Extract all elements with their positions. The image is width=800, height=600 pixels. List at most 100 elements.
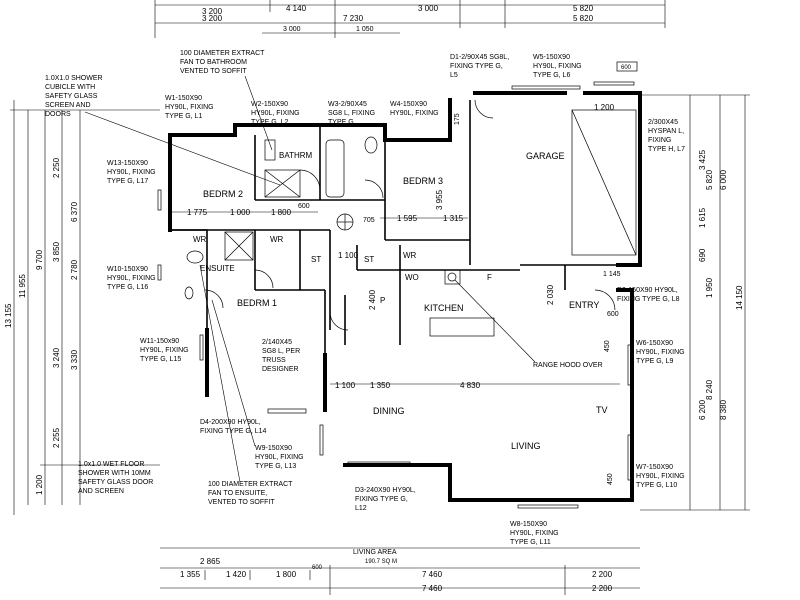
room-bedrm2: BEDRM 2 — [203, 189, 243, 199]
dim-right-3425: 3 425 — [698, 149, 707, 170]
note-d1: D1-2/90X45 SG8L, FIXING TYPE G, L5 — [450, 54, 509, 79]
svg-text:W4-150X90: W4-150X90 — [390, 101, 427, 108]
room-garage: GARAGE — [526, 151, 565, 161]
svg-text:TYPE G, L9: TYPE G, L9 — [636, 358, 673, 365]
dim-top-1: 3 200 — [202, 7, 223, 16]
svg-text:TYPE G, L1: TYPE G, L1 — [165, 113, 202, 120]
room-wr-1: WR — [193, 235, 207, 244]
dim-top-9: 1 050 — [356, 26, 374, 33]
svg-text:TYPE G, L16: TYPE G, L16 — [107, 284, 148, 291]
room-wr-2: WR — [270, 235, 284, 244]
dim-bottom-600: 600 — [312, 565, 323, 571]
dim-bottom-2865: 2 865 — [200, 557, 221, 566]
note-fan-ensuite: 100 DIAMETER EXTRACT FAN TO ENSUITE, VEN… — [199, 264, 293, 506]
dim-top-2: 4 140 — [286, 4, 307, 13]
svg-text:W13-150X90: W13-150X90 — [107, 160, 148, 167]
dim-left-2780: 2 780 — [70, 259, 79, 280]
dim-bottom-1355: 1 355 — [180, 570, 201, 579]
note-w3: W3-2/90X45 SG8 L, FIXING TYPE G, — [328, 101, 375, 126]
external-walls — [168, 91, 642, 502]
svg-text:FAN TO ENSUITE,: FAN TO ENSUITE, — [208, 490, 267, 497]
svg-text:D1-2/90X45 SG8L,: D1-2/90X45 SG8L, — [450, 54, 509, 61]
dim-175: 175 — [454, 113, 461, 125]
svg-text:HY90L, FIXING: HY90L, FIXING — [165, 104, 214, 111]
dim-600b: 600 — [607, 311, 619, 318]
svg-text:SHOWER WITH 10MM: SHOWER WITH 10MM — [78, 470, 151, 477]
dim-1800: 1 800 — [271, 208, 292, 217]
left-dimensions: 13 155 11 955 9 700 1 200 2 250 3 850 3 … — [4, 100, 160, 515]
inner-dimensions: 1 775 1 000 1 800 600 3 955 705 1 595 1 … — [172, 103, 621, 485]
dim-top-window: 600 — [621, 65, 632, 71]
svg-text:HY90L, FIXING: HY90L, FIXING — [251, 110, 300, 117]
dim-left-1200: 1 200 — [35, 474, 44, 495]
dim-1350: 1 350 — [370, 381, 391, 390]
room-kitchen: KITCHEN — [424, 303, 464, 313]
svg-text:FIXING TYPE G,: FIXING TYPE G, — [450, 63, 503, 70]
dim-450b: 450 — [607, 473, 614, 485]
svg-text:100 DIAMETER EXTRACT: 100 DIAMETER EXTRACT — [180, 50, 265, 57]
note-w11: W11-150x90 HY90L, FIXING TYPE G, L15 — [140, 338, 189, 363]
dim-right-8240: 8 240 — [705, 379, 714, 400]
dim-1315: 1 315 — [443, 214, 464, 223]
note-w6: W6-150X90 HY90L, FIXING TYPE G, L9 — [636, 340, 685, 365]
svg-text:HY90L, FIXING: HY90L, FIXING — [255, 454, 304, 461]
svg-text:2/300X45: 2/300X45 — [648, 119, 678, 126]
svg-text:FIXING TYPE G, L8: FIXING TYPE G, L8 — [617, 296, 680, 303]
dim-left-outer2: 11 955 — [18, 274, 27, 298]
svg-text:D2-150X90 HY90L,: D2-150X90 HY90L, — [617, 287, 678, 294]
note-w9: W9-150X90 HY90L, FIXING TYPE G, L13 — [211, 299, 304, 470]
note-wet-floor-shower: 1.0x1.0 WET FLOOR SHOWER WITH 10MM SAFET… — [78, 461, 153, 495]
room-st-1: ST — [311, 255, 321, 264]
svg-text:TYPE G, L15: TYPE G, L15 — [140, 356, 181, 363]
svg-text:D4-200X90 HY90L,: D4-200X90 HY90L, — [200, 419, 261, 426]
dim-top-6: 7 230 — [343, 14, 364, 23]
svg-text:TYPE G, L10: TYPE G, L10 — [636, 482, 677, 489]
svg-text:TYPE G, L13: TYPE G, L13 — [255, 463, 296, 470]
svg-text:2/140X45: 2/140X45 — [262, 339, 292, 346]
dim-left-outer1: 13 155 — [4, 303, 13, 328]
svg-text:DESIGNER: DESIGNER — [262, 366, 299, 373]
dim-left-3240: 3 240 — [52, 347, 61, 368]
room-bedrm1: BEDRM 1 — [237, 298, 277, 308]
room-f: F — [487, 273, 492, 282]
svg-text:D3-240X90 HY90L,: D3-240X90 HY90L, — [355, 487, 416, 494]
room-p: P — [380, 296, 385, 305]
dim-right-6000: 6 000 — [719, 169, 728, 190]
note-w8: W8-150X90 HY90L, FIXING TYPE G, L11 — [510, 521, 559, 546]
svg-text:VENTED TO SOFFIT: VENTED TO SOFFIT — [180, 68, 247, 75]
svg-text:SAFETY GLASS DOOR: SAFETY GLASS DOOR — [78, 479, 153, 486]
svg-text:SG8 L, FIXING: SG8 L, FIXING — [328, 110, 375, 117]
svg-text:W9-150X90: W9-150X90 — [255, 445, 292, 452]
dim-top-5: 3 200 — [202, 14, 223, 23]
svg-text:RANGE HOOD OVER: RANGE HOOD OVER — [533, 362, 603, 369]
svg-text:SAFETY GLASS: SAFETY GLASS — [45, 93, 98, 100]
note-w7: W7-150X90 HY90L, FIXING TYPE G, L10 — [636, 464, 685, 489]
dim-left-6370: 6 370 — [70, 201, 79, 222]
dim-bottom-7460a: 7 460 — [422, 570, 443, 579]
svg-text:AND SCREEN: AND SCREEN — [78, 488, 124, 495]
dim-bottom-1800: 1 800 — [276, 570, 297, 579]
dim-1595: 1 595 — [397, 214, 418, 223]
svg-text:HY90L, FIXING: HY90L, FIXING — [510, 530, 559, 537]
dim-right-14150: 14 150 — [735, 285, 744, 310]
dim-top-8: 3 000 — [283, 26, 301, 33]
living-area-label: LIVING AREA — [353, 549, 397, 556]
note-d3: D3-240X90 HY90L, FIXING TYPE G, L12 — [355, 487, 416, 512]
svg-text:HY90L, FIXING: HY90L, FIXING — [140, 347, 189, 354]
dim-4830: 4 830 — [460, 381, 481, 390]
svg-text:HY90L, FIXING: HY90L, FIXING — [636, 349, 685, 356]
dim-1200: 1 200 — [594, 103, 615, 112]
svg-text:L5: L5 — [450, 72, 458, 79]
svg-text:W3-2/90X45: W3-2/90X45 — [328, 101, 367, 108]
svg-text:FIXING TYPE G, L14: FIXING TYPE G, L14 — [200, 428, 267, 435]
note-truss: 2/140X45 SG8 L, PER TRUSS DESIGNER — [262, 339, 300, 373]
svg-text:CUBICLE WITH: CUBICLE WITH — [45, 84, 95, 91]
dim-left-9700: 9 700 — [35, 249, 44, 270]
fixtures — [157, 81, 637, 509]
room-wo: WO — [405, 273, 419, 282]
note-w13: W13-150X90 HY90L, FIXING TYPE G, L17 — [107, 160, 156, 185]
annotation-notes: 100 DIAMETER EXTRACT FAN TO BATHROOM VEN… — [45, 50, 685, 546]
svg-text:1.0x1.0 WET FLOOR: 1.0x1.0 WET FLOOR — [78, 461, 144, 468]
svg-text:HY90L, FIXING: HY90L, FIXING — [636, 473, 685, 480]
svg-text:TYPE G, L2: TYPE G, L2 — [251, 119, 288, 126]
